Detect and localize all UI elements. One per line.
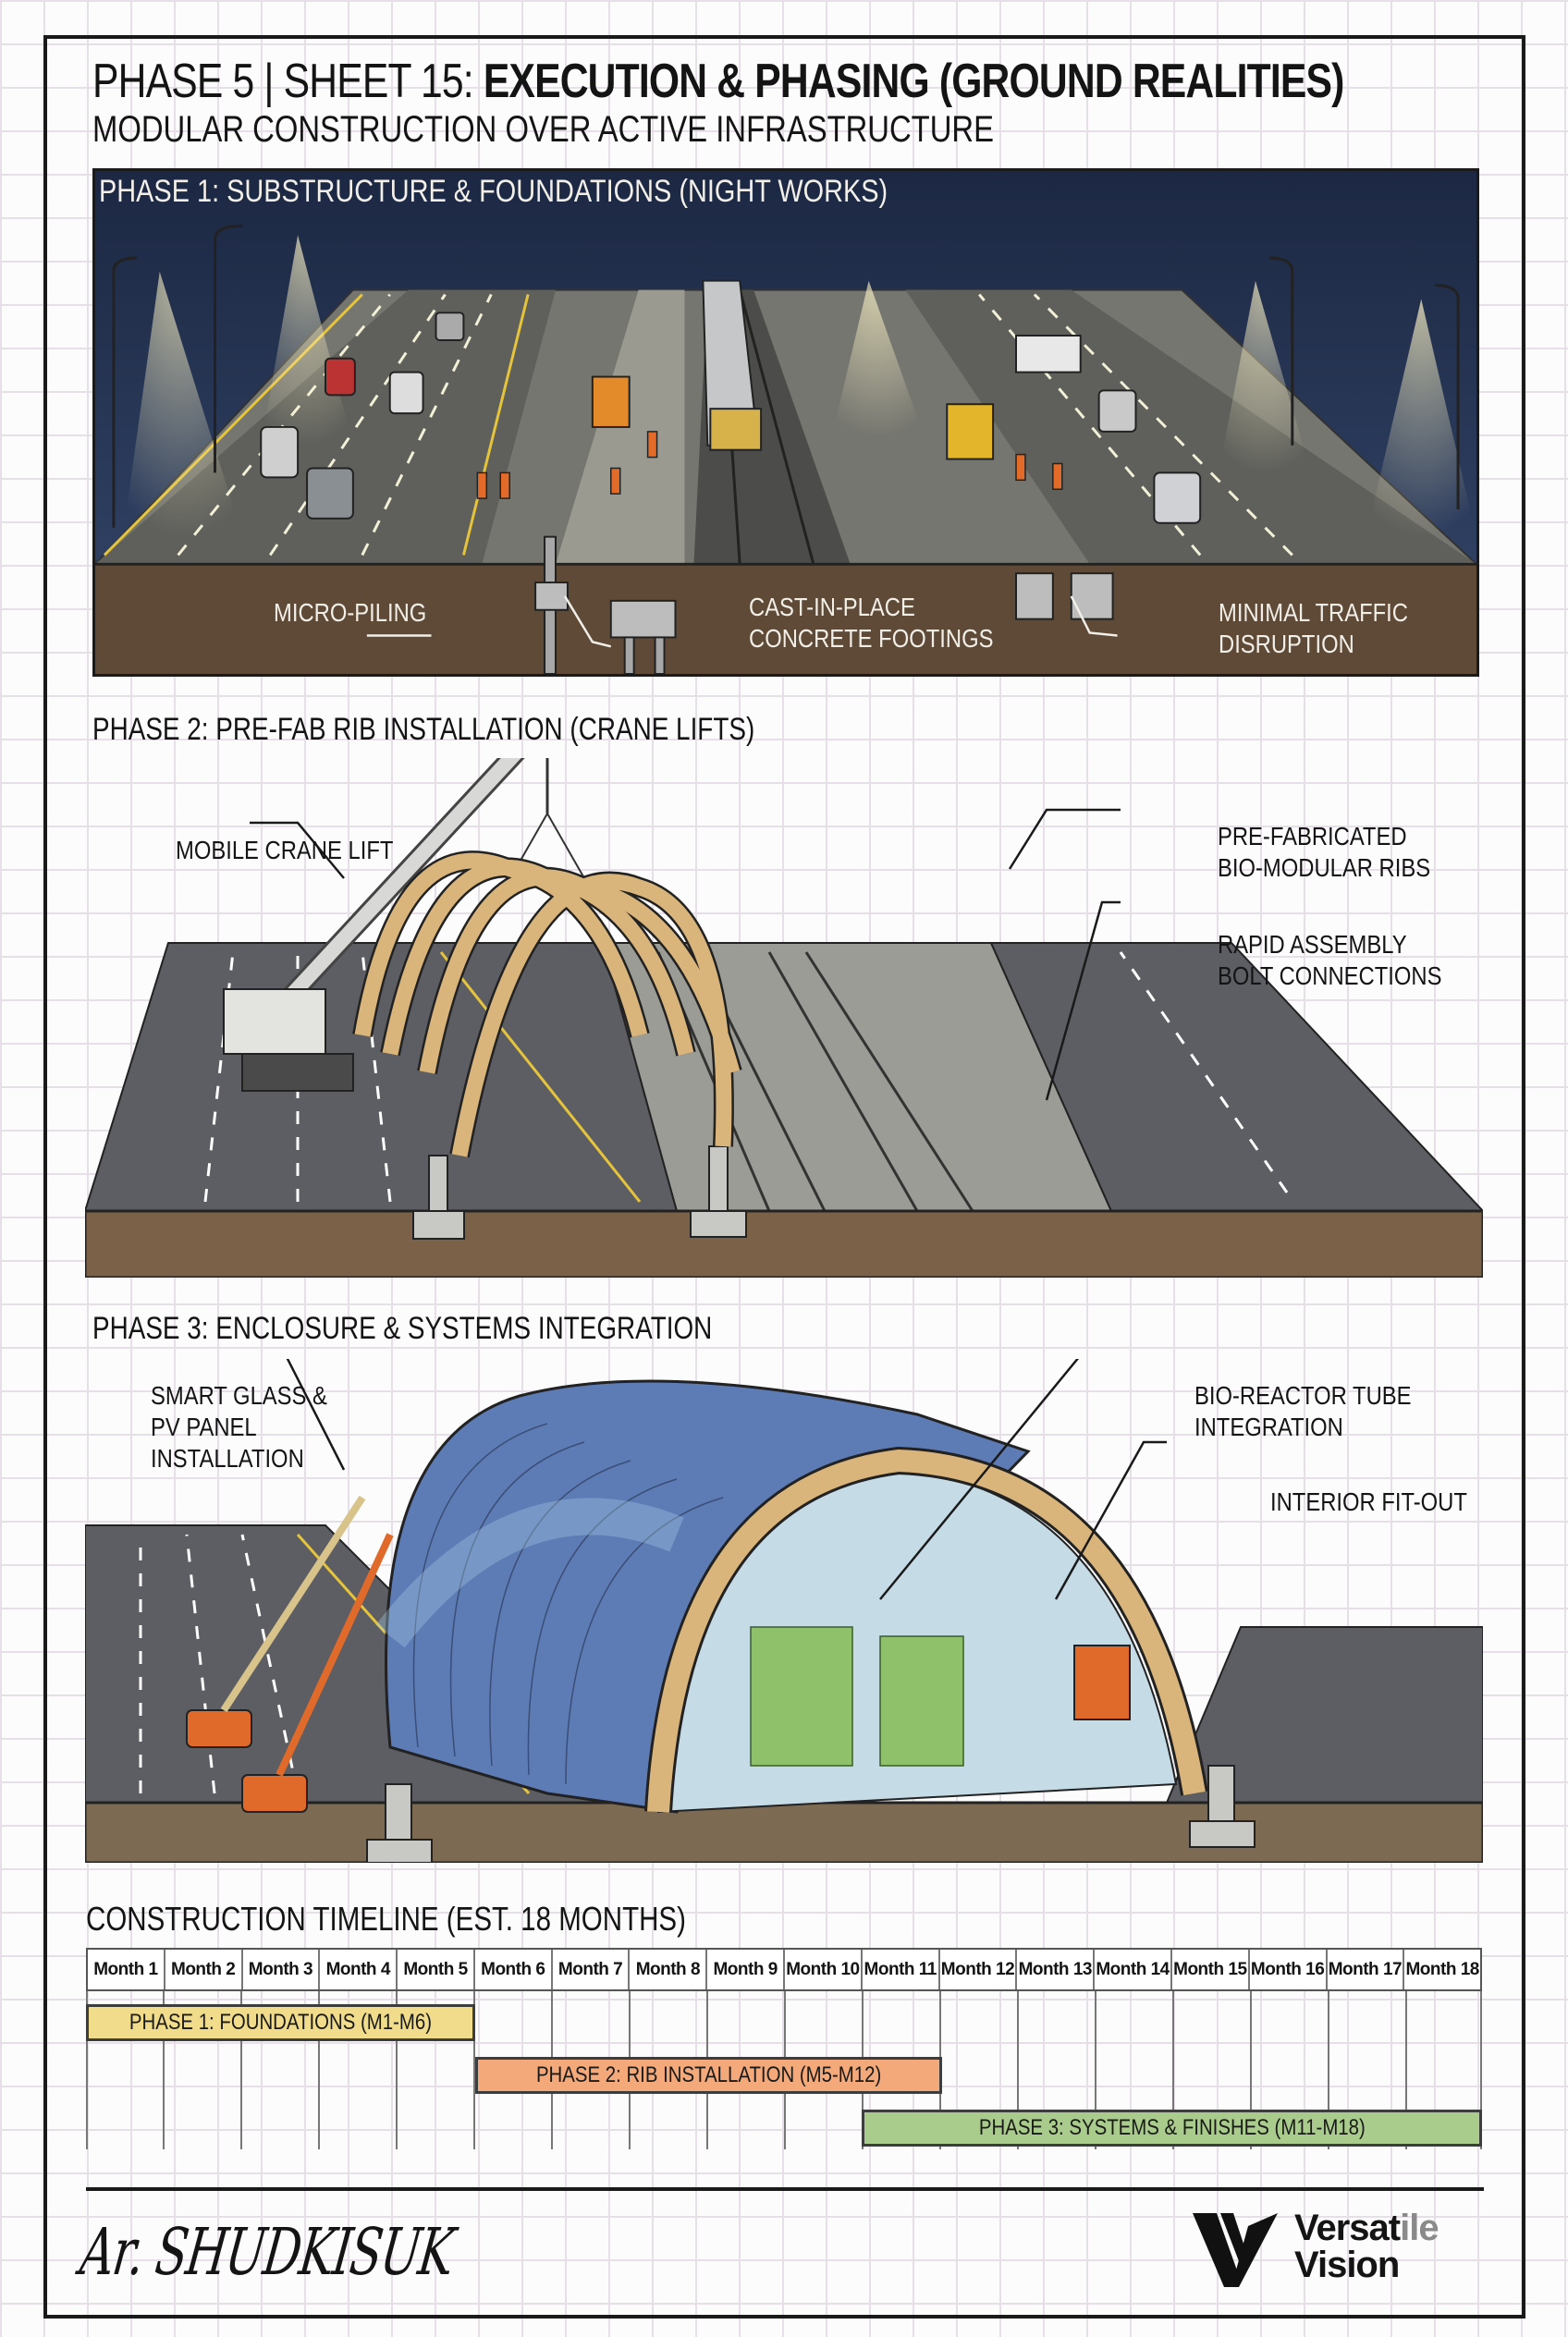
grid-line [396,1991,398,2149]
phase3-illustration [85,1359,1483,1863]
gantt-bar-phase2: PHASE 2: RIB INSTALLATION (M5-M12) [475,2057,942,2094]
footer-divider [86,2187,1484,2191]
callout-smart-glass-line1: SMART GLASS & [151,1381,327,1410]
gantt-bar-phase3: PHASE 3: SYSTEMS & FINISHES (M11-M18) [862,2110,1482,2147]
month-header: Month 10 [785,1950,863,1989]
logo-word-vision: Vision [1294,2245,1400,2285]
callout-interior-fit-out: INTERIOR FIT-OUT [1270,1487,1467,1516]
month-header: Month 15 [1172,1950,1250,1989]
logo-text: Versatile Vision [1294,2209,1439,2283]
callout-bio-reactor-line1: BIO-REACTOR TUBE [1194,1381,1412,1410]
month-header: Month 5 [398,1950,475,1989]
phase2-illustration [85,758,1483,1278]
page-subtitle: MODULAR CONSTRUCTION OVER ACTIVE INFRAST… [92,109,994,150]
versatile-vision-logo: Versatile Vision [1193,2209,1488,2293]
gantt-bar-label: PHASE 3: SYSTEMS & FINISHES (M11-M18) [978,2115,1366,2140]
phase1-label: PHASE 1: SUBSTRUCTURE & FOUNDATIONS (NIG… [99,174,888,209]
grid-line [240,1991,242,2149]
month-header: Month 14 [1095,1950,1172,1989]
callout-mobile-crane: MOBILE CRANE LIFT [176,836,394,864]
month-header: Month 18 [1405,1959,1479,1979]
page-title: PHASE 5 | SHEET 15: EXECUTION & PHASING … [92,54,1344,109]
grid-line [86,1991,88,2149]
grid-line [1095,1991,1096,2149]
vv-logo-icon [1193,2213,1278,2287]
architect-signature: Ar. SHUDKISUK [76,2214,458,2290]
callout-smart-glass-line2: PV PANEL [151,1413,257,1441]
grid-line [1017,1991,1019,2149]
month-header-row: Month 1 Month 2 Month 3 Month 4 Month 5 … [86,1948,1482,1991]
callout-footings-line1: CAST-IN-PLACE [749,593,915,621]
callout-micro-piling: MICRO-PILING [274,598,427,627]
month-header: Month 9 [707,1950,786,1989]
gantt-bar-label: PHASE 2: RIB INSTALLATION (M5-M12) [535,2062,882,2087]
month-header: Month 11 [863,1950,940,1989]
callout-bolts-line2: BOLT CONNECTIONS [1218,961,1442,990]
month-header: Month 6 [475,1950,553,1989]
callout-smart-glass-line3: INSTALLATION [151,1444,304,1473]
grid-line [1405,1991,1407,2149]
gantt-bar-label: PHASE 1: FOUNDATIONS (M1-M6) [129,2010,433,2035]
month-header: Month 13 [1017,1950,1096,1989]
callout-bolts: RAPID ASSEMBLY BOLT CONNECTIONS [1218,929,1441,992]
sheet-frame [43,35,1525,2319]
month-header: Month 3 [243,1950,321,1989]
month-header: Month 2 [165,1950,243,1989]
timeline-title: CONSTRUCTION TIMELINE (EST. 18 MONTHS) [86,1900,686,1938]
callout-traffic-line1: MINIMAL TRAFFIC [1219,598,1408,627]
grid-line [1250,1991,1252,2149]
month-header: Month 17 [1328,1950,1405,1989]
logo-word-ile: ile [1400,2208,1439,2248]
callout-bio-reactor: BIO-REACTOR TUBE INTEGRATION [1194,1380,1412,1443]
callout-traffic-line2: DISRUPTION [1219,630,1354,658]
phase3-label: PHASE 3: ENCLOSURE & SYSTEMS INTEGRATION [92,1311,713,1346]
title-bold: EXECUTION & PHASING (GROUND REALITIES) [483,55,1344,108]
callout-footings-line2: CONCRETE FOOTINGS [749,624,994,653]
month-header: Month 16 [1250,1950,1328,1989]
month-header: Month 12 [940,1950,1018,1989]
phase2-label: PHASE 2: PRE-FAB RIB INSTALLATION (CRANE… [92,712,755,747]
callout-footings: CAST-IN-PLACE CONCRETE FOOTINGS [749,592,993,655]
callout-ribs: PRE-FABRICATED BIO-MODULAR RIBS [1218,821,1430,884]
month-header: Month 4 [320,1950,398,1989]
title-prefix: PHASE 5 | SHEET 15: [92,55,484,108]
callout-ribs-line1: PRE-FABRICATED [1218,822,1407,850]
callout-smart-glass: SMART GLASS & PV PANEL INSTALLATION [151,1380,327,1474]
month-header: Month 8 [630,1950,708,1989]
month-header: Month 1 [88,1950,165,1989]
callout-bio-reactor-line2: INTEGRATION [1194,1413,1343,1441]
callout-traffic: MINIMAL TRAFFIC DISRUPTION [1219,597,1408,660]
callout-ribs-line2: BIO-MODULAR RIBS [1218,853,1431,882]
logo-word-versat: Versat [1294,2208,1401,2248]
grid-line [1172,1991,1174,2149]
grid-line [1328,1991,1329,2149]
phase1-illustration [92,168,1479,677]
timeline-chart: Month 1 Month 2 Month 3 Month 4 Month 5 … [86,1948,1482,2149]
month-header: Month 7 [553,1950,631,1989]
gantt-bar-phase1: PHASE 1: FOUNDATIONS (M1-M6) [86,2004,475,2041]
grid-line [163,1991,165,2149]
callout-bolts-line1: RAPID ASSEMBLY [1218,930,1407,959]
grid-line [318,1991,320,2149]
grid-line [473,1991,475,2149]
grid-line [1480,1991,1482,2149]
